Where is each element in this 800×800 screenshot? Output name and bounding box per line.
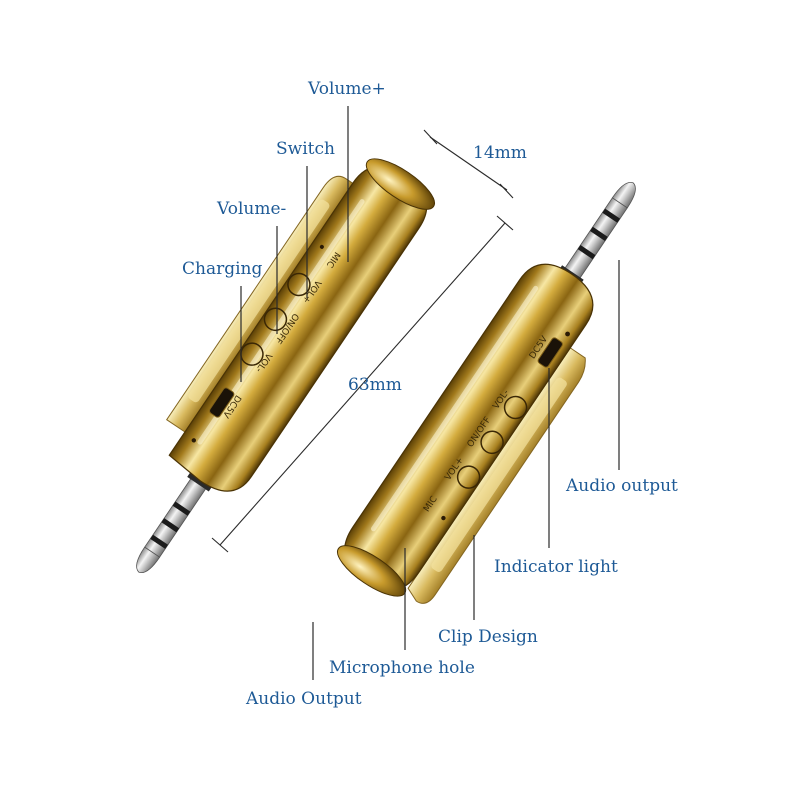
right-clip-window [431,377,567,572]
label-audio-output-left: Audio Output [245,689,362,709]
right-button-vol-minus[interactable] [500,392,531,423]
dimension-63mm [211,215,514,553]
label-volume-minus: Volume- [216,199,286,219]
right-microphone-hole [441,515,446,521]
left-mic-dot [319,244,324,249]
left-plug [136,470,214,573]
label-switch: Switch [276,139,335,159]
label-microphone-hole: Microphone hole [329,658,475,678]
label-indicator-light: Indicator light [494,557,618,577]
left-led-dot [191,438,196,443]
right-button-vol-plus[interactable] [453,462,484,493]
right-plug [557,182,636,287]
label-charging: Charging [182,259,262,279]
leader-lines [240,106,620,680]
left-clip-window [188,199,330,403]
left-button-vol-minus[interactable] [237,339,268,370]
label-width-14mm: 14mm [473,143,527,163]
right-usb-port [537,337,563,368]
left-button-switch[interactable] [260,304,291,335]
dimension-14mm [423,129,514,199]
right-device: DC5V VOL- ON/OFF VOL+ MIC [337,182,636,604]
label-length-63mm: 63mm [348,375,402,395]
left-usb-port [209,387,235,418]
right-button-switch[interactable] [477,427,508,458]
right-indicator-light [565,331,570,337]
left-device: DC5V VOL- ON/OFF VOL+ MIC [136,158,435,573]
left-button-vol-plus[interactable] [284,269,315,300]
label-clip-design: Clip Design [438,627,538,647]
left-end-cap [365,158,435,210]
label-audio-output-right: Audio output [565,476,678,496]
right-body [344,263,594,591]
label-volume-plus: Volume+ [307,79,386,99]
